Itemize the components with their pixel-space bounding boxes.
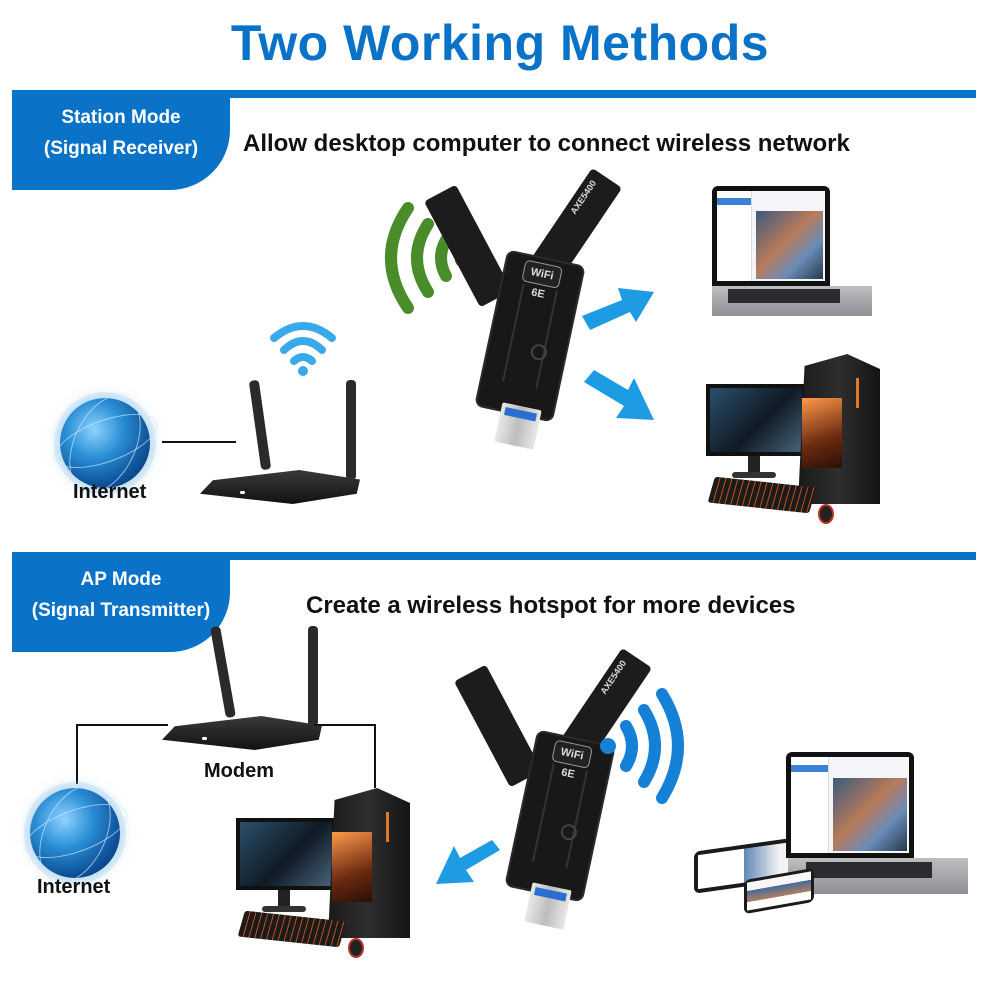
internet-label: Internet — [37, 876, 111, 898]
section-description: Create a wireless hotspot for more devic… — [306, 592, 796, 619]
arrow-left-icon — [436, 840, 500, 884]
ap-mode-tab: AP Mode (Signal Transmitter) — [12, 556, 230, 652]
usb-plug — [494, 402, 542, 450]
wifi6e-badge: WiFi 6E — [551, 739, 593, 781]
wifi-icon — [270, 322, 336, 376]
router — [200, 379, 360, 510]
section-description: Allow desktop computer to connect wirele… — [243, 130, 850, 157]
page-title: Two Working Methods — [230, 15, 770, 71]
connection-line — [162, 441, 236, 443]
desktop-pc — [706, 354, 896, 524]
usb-plug — [524, 882, 572, 930]
blue-signal-icon — [600, 688, 684, 804]
station-mode-section: Station Mode (Signal Receiver) Allow des… — [0, 90, 1000, 540]
modem-label: Modem — [204, 760, 274, 782]
mode-title: AP Mode — [80, 569, 162, 590]
globe-icon — [30, 788, 120, 878]
ap-mode-section: AP Mode (Signal Transmitter) Create a wi… — [0, 552, 1000, 1000]
desktop-pc — [236, 788, 426, 958]
connection-line — [314, 724, 376, 726]
laptop — [708, 186, 888, 316]
wifi6e-badge: WiFi 6E — [521, 259, 563, 301]
mode-subtitle: (Signal Transmitter) — [31, 600, 211, 621]
arrow-down-right-icon — [584, 370, 654, 420]
mode-title: Station Mode — [61, 107, 181, 128]
mouse — [348, 938, 364, 958]
connection-line — [76, 724, 78, 784]
modem-router — [162, 625, 322, 756]
connection-line — [374, 724, 376, 788]
laptop — [786, 752, 986, 902]
connection-line — [76, 724, 168, 726]
station-mode-tab: Station Mode (Signal Receiver) — [12, 94, 230, 190]
arrow-up-right-icon — [582, 288, 654, 330]
internet-label: Internet — [73, 481, 147, 503]
mode-subtitle: (Signal Receiver) — [43, 138, 199, 159]
mouse — [818, 504, 834, 524]
section-divider-bar — [12, 552, 976, 560]
section-divider-bar — [12, 90, 976, 98]
globe-icon — [60, 398, 150, 488]
